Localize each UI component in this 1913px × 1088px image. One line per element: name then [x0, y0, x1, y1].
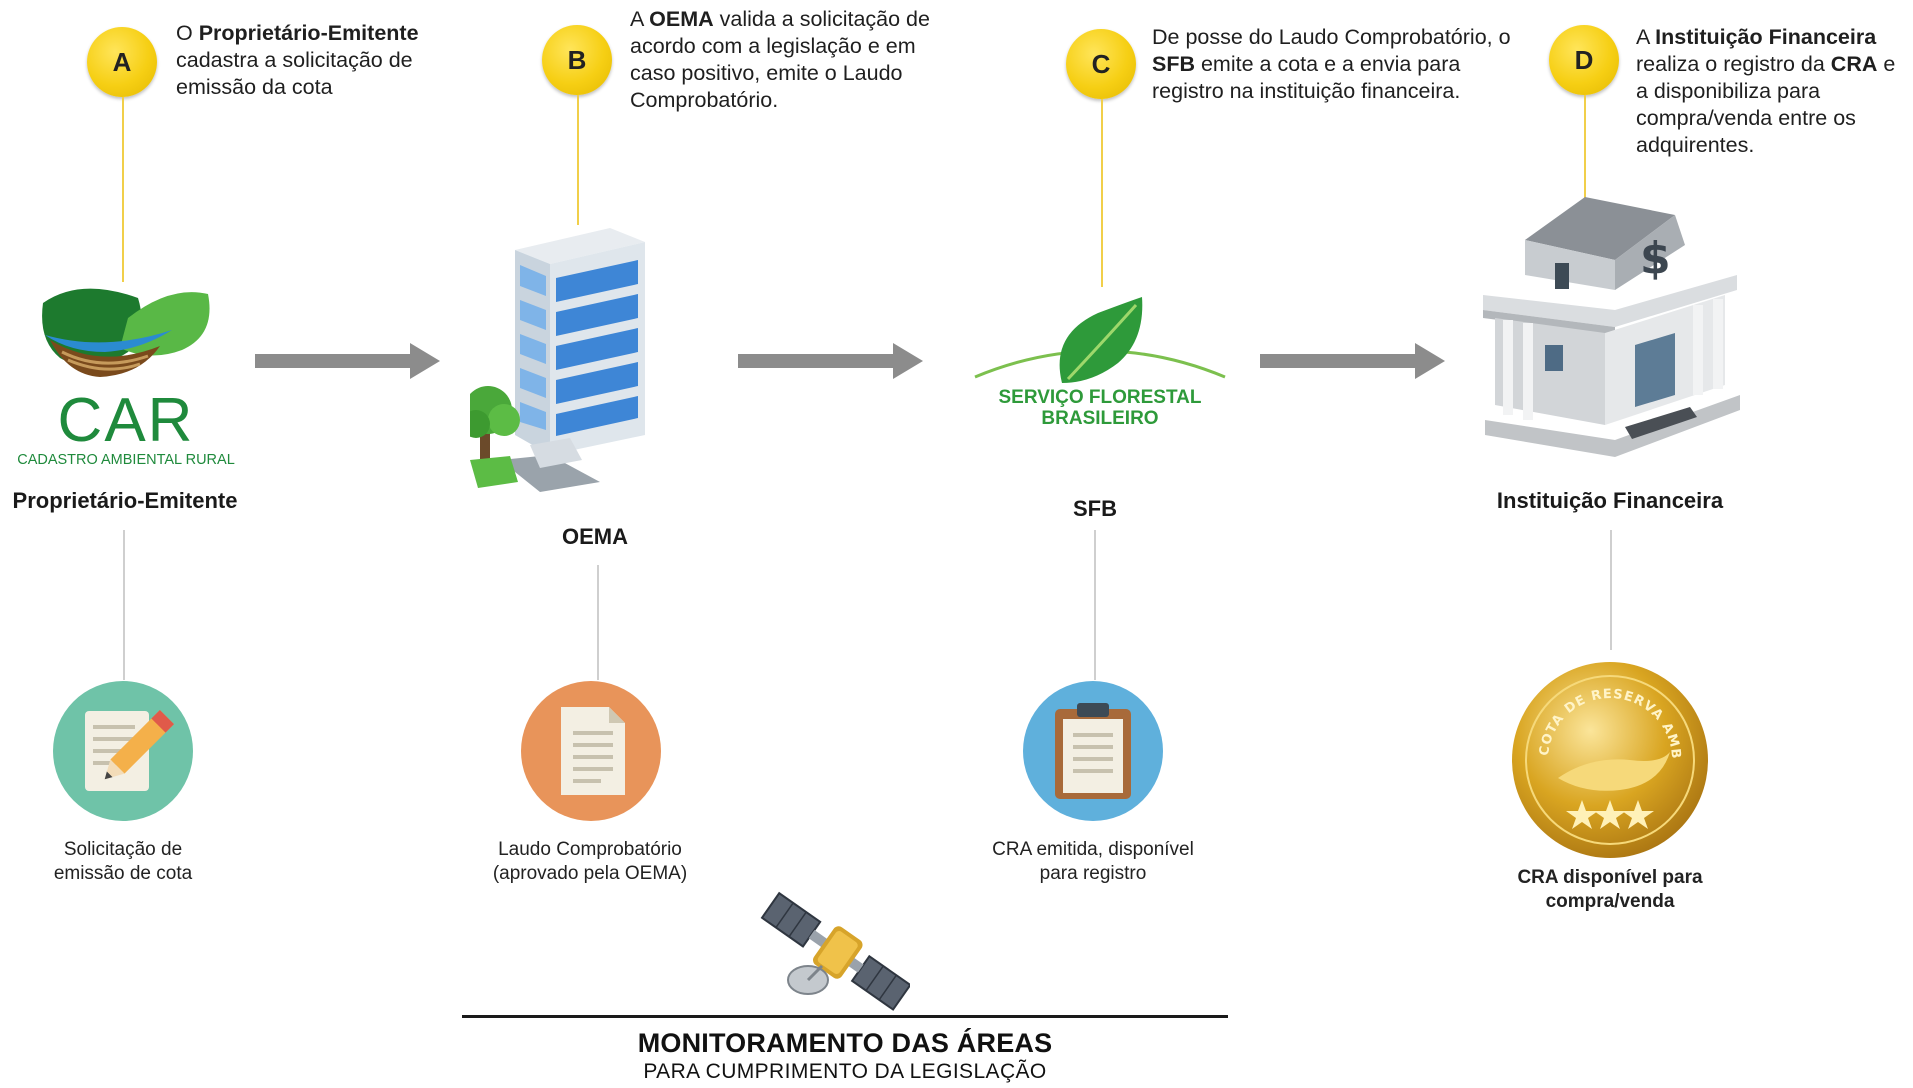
step-a-description: O Proprietário-Emitente cadastra a solic…	[176, 21, 419, 99]
bank-dollar-text: $	[1640, 233, 1671, 284]
footer-divider	[462, 1015, 1228, 1018]
arrow-c-to-d	[1260, 343, 1445, 379]
actor-oema: OEMA	[562, 524, 628, 549]
step-a-connector	[122, 97, 124, 282]
arrow-b-to-c	[738, 343, 923, 379]
step-b-doc-connector	[597, 565, 599, 680]
cra-venda-doc-label: CRA disponível para compra/venda	[1517, 867, 1703, 912]
solicitacao-doc-circle	[53, 681, 193, 821]
step-d-letter: D	[1574, 44, 1594, 75]
cra-emitida-doc-label: CRA emitida, disponível para registro	[992, 839, 1194, 884]
sfb-line1: SERVIÇO FLORESTAL	[998, 387, 1202, 408]
coin-icon: COTA DE RESERVA AMBIENTAL	[1504, 649, 1708, 858]
cra-emitida-doc-circle	[1023, 681, 1163, 821]
bank-building: $	[1475, 195, 1745, 470]
footer-subtitle: PARA CUMPRIMENTO DA LEGISLAÇÃO	[643, 1060, 1047, 1083]
step-b-description: A OEMA valida a solicitação de acordo co…	[630, 7, 930, 112]
step-c-doc-connector	[1094, 530, 1096, 680]
actor-instituicao: Instituição Financeira	[1496, 488, 1724, 513]
solicitacao-doc-label: Solicitação de emissão de cota	[53, 839, 193, 884]
step-c-description: De posse do Laudo Comprobatório, o SFB e…	[1152, 25, 1511, 103]
satellite-icon	[760, 891, 912, 1011]
sfb-leaf-icon	[974, 297, 1226, 383]
step-c-letter: C	[1091, 48, 1111, 79]
car-leaf-icon	[42, 288, 210, 377]
car-subtitle: CADASTRO AMBIENTAL RURAL	[17, 452, 235, 468]
bank-icon: $	[1483, 197, 1740, 457]
step-d-badge: D	[1549, 25, 1619, 95]
step-c-badge: C	[1066, 29, 1136, 99]
step-a-badge: A	[87, 27, 157, 97]
document-icon	[561, 707, 625, 795]
step-d-connector	[1584, 95, 1586, 205]
laudo-doc-label: Laudo Comprobatório (aprovado pela OEMA)	[492, 839, 688, 884]
oema-building	[462, 220, 710, 510]
laudo-doc-circle	[521, 681, 661, 821]
step-b-badge: B	[542, 25, 612, 95]
building-icon	[462, 228, 645, 492]
step-b-connector	[577, 95, 579, 225]
car-title: CAR	[57, 386, 195, 455]
actor-sfb: SFB	[1073, 496, 1117, 521]
step-a-doc-connector	[123, 530, 125, 680]
step-a-letter: A	[112, 46, 132, 77]
sfb-line2: BRASILEIRO	[1041, 408, 1159, 429]
satellite	[760, 888, 912, 1018]
actor-proprietario: Proprietário-Emitente	[12, 488, 238, 513]
footer-title: MONITORAMENTO DAS ÁREAS	[637, 1028, 1053, 1058]
car-logo: CAR CADASTRO AMBIENTAL RURAL	[10, 280, 242, 470]
clipboard-icon	[1055, 703, 1131, 799]
arrow-a-to-b	[255, 343, 440, 379]
sfb-logo: SERVIÇO FLORESTAL BRASILEIRO	[970, 295, 1230, 430]
cra-coin: COTA DE RESERVA AMBIENTAL	[1504, 649, 1710, 860]
step-d-description: A Instituição Financeira realiza o regis…	[1636, 25, 1896, 157]
step-c-connector	[1101, 99, 1103, 287]
step-b-letter: B	[567, 44, 587, 75]
step-d-doc-connector	[1610, 530, 1612, 650]
document-edit-icon	[85, 709, 175, 791]
